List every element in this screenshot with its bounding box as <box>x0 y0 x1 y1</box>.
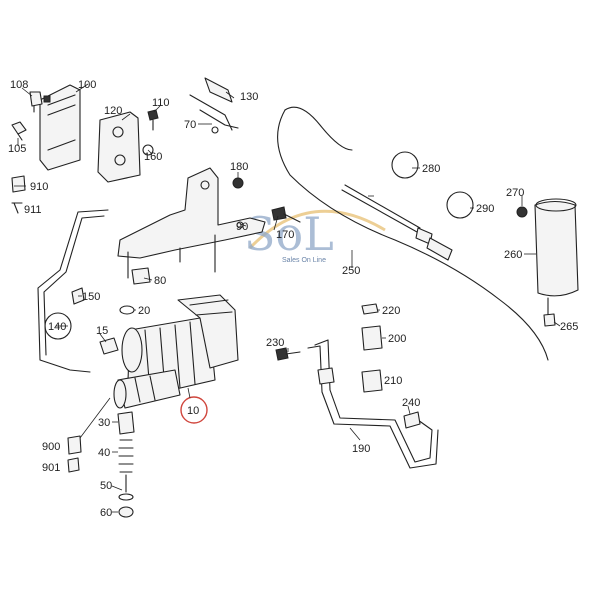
tool-callout-circle-2 <box>446 191 474 219</box>
callout-280: 280 <box>422 163 440 175</box>
nut-part <box>232 177 244 189</box>
callout-180: 180 <box>230 161 248 173</box>
callout-105: 105 <box>8 143 26 155</box>
callout-120: 120 <box>104 105 122 117</box>
compressor-part <box>113 294 239 409</box>
callout-80: 80 <box>154 275 166 287</box>
frame-bracket-part <box>117 167 266 279</box>
callout-220: 220 <box>382 305 400 317</box>
clamp-240-part <box>403 411 421 429</box>
callout-130: 130 <box>240 91 258 103</box>
callout-901: 901 <box>42 462 60 474</box>
callout-140-ring <box>44 312 72 340</box>
callout-190: 190 <box>352 443 370 455</box>
callout-70: 70 <box>184 119 196 131</box>
reservoir-tank-part <box>534 198 579 316</box>
leader-lines <box>14 83 561 513</box>
callout-910: 910 <box>30 181 48 193</box>
bolt-part <box>11 121 27 141</box>
mount-stack-part <box>117 411 135 518</box>
o-ring-part <box>119 305 135 315</box>
valve-200-part <box>361 325 383 351</box>
callout-90: 90 <box>236 221 248 233</box>
callout-40: 40 <box>98 447 110 459</box>
callout-10: 10 <box>187 405 199 417</box>
fitting-part <box>99 337 119 355</box>
bracket-plate-part <box>97 111 141 183</box>
watermark-tagline: Sales On Line <box>282 257 326 264</box>
callout-911: 911 <box>24 204 42 216</box>
air-line-part <box>277 106 549 361</box>
hose-clip-part <box>131 267 151 285</box>
tool-callout-circle <box>391 151 419 179</box>
callout-260: 260 <box>504 249 522 261</box>
callout-240: 240 <box>402 397 420 409</box>
callout-290: 290 <box>476 203 494 215</box>
washer-part <box>142 144 154 156</box>
callout-140: 140 <box>48 321 66 333</box>
callout-265: 265 <box>560 321 578 333</box>
pipe-assembly-part <box>307 339 439 469</box>
callout-160: 160 <box>144 151 162 163</box>
mount-bolt-part <box>271 206 301 223</box>
control-module-part <box>39 84 81 171</box>
callout-50: 50 <box>100 480 112 492</box>
callout-110: 110 <box>152 97 170 109</box>
callout-270: 270 <box>506 187 524 199</box>
callout-170: 170 <box>276 229 294 241</box>
tank-nut-part <box>516 206 528 218</box>
link-rod-part <box>189 77 239 134</box>
callout-200: 200 <box>388 333 406 345</box>
callout-250: 250 <box>342 265 360 277</box>
callout-20: 20 <box>138 305 150 317</box>
bolt-230-part <box>275 347 301 361</box>
callout-15: 15 <box>96 325 108 337</box>
callout-210: 210 <box>384 375 402 387</box>
screw-part <box>147 109 159 131</box>
callout-150: 150 <box>82 291 100 303</box>
highlight-circle <box>180 396 208 424</box>
callout-60: 60 <box>100 507 112 519</box>
callout-30: 30 <box>98 417 110 429</box>
callout-100: 100 <box>78 79 96 91</box>
callout-900: 900 <box>42 441 60 453</box>
watermark-logo: SoL Sales On Line <box>244 207 386 264</box>
valve-210-part <box>361 369 383 393</box>
sensor-part <box>29 91 43 113</box>
drain-fitting-part <box>543 313 556 327</box>
callout-108: 108 <box>10 79 28 91</box>
clip-220-part <box>361 303 379 315</box>
air-hose-part <box>37 209 109 373</box>
damper-mount-part <box>67 435 82 473</box>
clip-part <box>11 175 26 214</box>
pressure-rod-part <box>341 184 453 261</box>
callout-230: 230 <box>266 337 284 349</box>
